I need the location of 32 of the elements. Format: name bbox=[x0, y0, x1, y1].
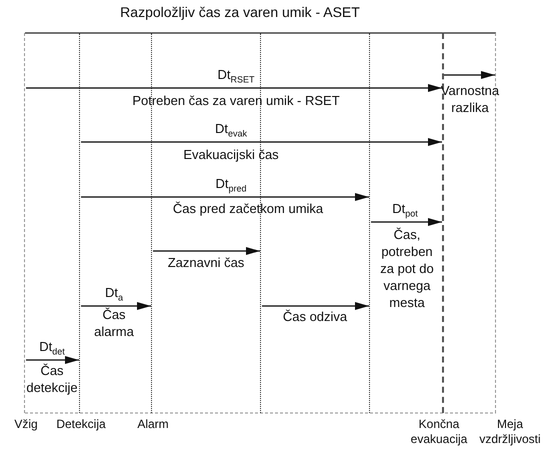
time-description: Varnostna razlika bbox=[440, 82, 500, 116]
edge-label: Dt$_{det}$ bbox=[38, 338, 66, 359]
arrow bbox=[444, 71, 495, 79]
edge-label: Dt$_{evak}$ bbox=[214, 120, 248, 141]
milestone-label: Vžig bbox=[13, 417, 39, 432]
edge-label: Dt$_{pred}$ bbox=[214, 175, 248, 196]
arrow bbox=[26, 84, 442, 92]
time-description: Čas, potreben za pot do varnega mesta bbox=[379, 226, 435, 311]
edge-label: Čas odziva bbox=[282, 308, 348, 325]
milestone-label: Meja vzdržljivosti bbox=[478, 417, 542, 447]
edge-label: Dt$_{a}$ bbox=[104, 284, 124, 305]
arrow bbox=[26, 356, 79, 364]
arrow bbox=[371, 218, 442, 226]
arrow bbox=[153, 247, 260, 255]
arrow bbox=[81, 302, 151, 310]
edge-label: Zaznavni čas bbox=[166, 254, 246, 271]
milestone-label: Končna evakuacija bbox=[410, 417, 468, 447]
time-description: Evakuacijski čas bbox=[182, 146, 280, 163]
time-description: Potreben čas za varen umik - RSET bbox=[131, 92, 341, 109]
milestone-label: Detekcija bbox=[55, 417, 107, 432]
arrow bbox=[262, 302, 369, 310]
time-description: Čas alarma bbox=[93, 306, 135, 340]
time-description: Čas pred začetkom umika bbox=[172, 200, 324, 217]
time-line bbox=[369, 33, 371, 413]
arrow bbox=[81, 193, 369, 201]
edge-label: Dt$_{pot}$ bbox=[391, 200, 419, 221]
diagram-title: Razpoložljiv čas za varen umik - ASET bbox=[119, 4, 361, 20]
time-line bbox=[260, 33, 262, 413]
time-description: Čas detekcije bbox=[25, 362, 79, 396]
milestone-label: Alarm bbox=[136, 417, 170, 432]
edge-label: Dt$_{RSET}$ bbox=[216, 66, 256, 87]
arrow bbox=[81, 138, 442, 146]
